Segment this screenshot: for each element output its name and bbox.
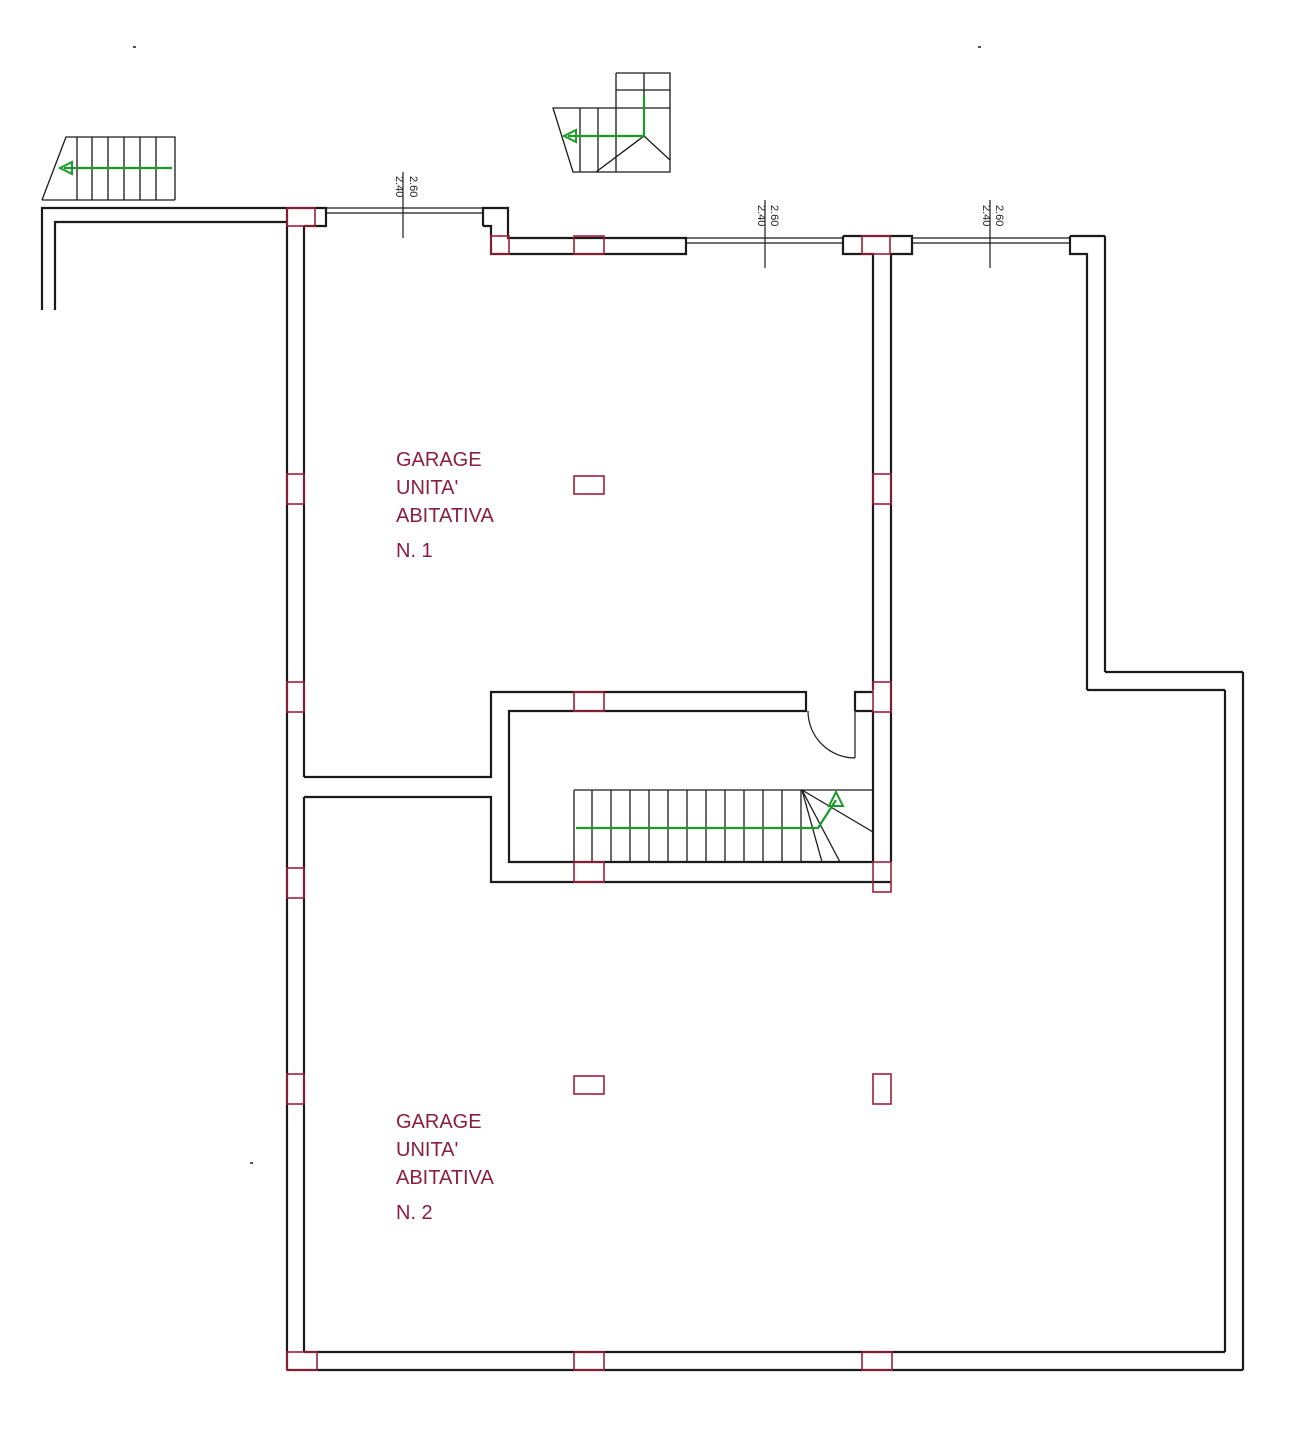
- room-1-line1: GARAGE: [396, 449, 482, 471]
- pillar: [286, 1351, 318, 1371]
- pillar: [286, 1073, 305, 1105]
- internal-stair: [573, 789, 874, 863]
- room-label-garage-2: GARAGE UNITA' ABITATIVA N. 2: [396, 1111, 494, 1224]
- pillar: [286, 207, 316, 227]
- pillar: [861, 1351, 893, 1371]
- opening-1-upper: 2.60: [407, 176, 419, 197]
- pillar: [872, 861, 892, 893]
- pillar: [286, 681, 305, 713]
- pillar: [872, 1073, 892, 1105]
- room-1-line3: ABITATIVA: [396, 505, 494, 527]
- opening-3-lower: 2.40: [980, 205, 992, 226]
- room-2-line1: GARAGE: [396, 1111, 482, 1133]
- room-1-line2: UNITA': [396, 477, 458, 499]
- room-2-number: N. 2: [396, 1202, 433, 1224]
- opening-1-lower: 2.40: [393, 176, 405, 197]
- opening-dimension-3: 2.60 2.40: [980, 200, 1005, 268]
- pillar: [861, 235, 891, 255]
- pillar: [573, 235, 605, 255]
- pillar: [573, 1075, 605, 1095]
- external-stair-left: [41, 136, 176, 201]
- exterior-walls: [285, 206, 1245, 1372]
- room-2-line2: UNITA': [396, 1139, 458, 1161]
- room-1-number: N. 1: [396, 540, 433, 562]
- paper-specks: [133, 46, 981, 1164]
- opening-dimension-2: 2.60 2.40: [755, 200, 780, 268]
- pillar: [573, 861, 605, 883]
- pillar: [573, 475, 605, 495]
- opening-3-upper: 2.60: [993, 205, 1005, 226]
- pillar: [490, 235, 510, 255]
- opening-2-upper: 2.60: [768, 205, 780, 226]
- room-label-garage-1: GARAGE UNITA' ABITATIVA N. 1: [396, 449, 494, 562]
- pillar: [286, 867, 305, 899]
- pillar: [573, 1351, 605, 1371]
- opening-dimension-1: 2.60 2.40: [393, 172, 419, 238]
- pillar: [286, 473, 305, 505]
- interior-walls: [304, 690, 891, 884]
- pillar: [573, 691, 605, 712]
- pillar: [872, 473, 892, 505]
- room-2-line3: ABITATIVA: [396, 1167, 494, 1189]
- terrace-wall-left: [40, 206, 287, 310]
- opening-2-lower: 2.40: [755, 205, 767, 226]
- external-stair-center: [552, 72, 671, 173]
- pillar: [872, 681, 892, 713]
- pillars: [286, 207, 893, 1371]
